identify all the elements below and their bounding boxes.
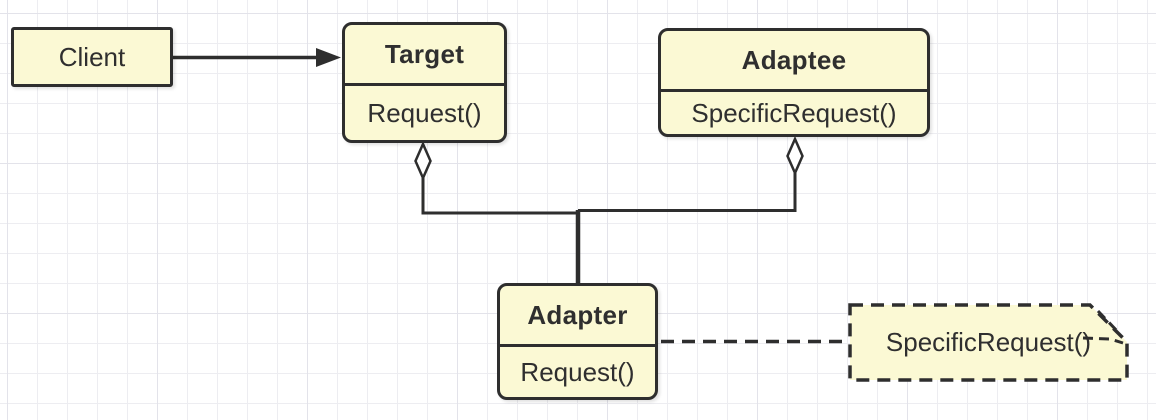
edge-client-target[interactable]: [172, 48, 341, 67]
class-adapter-title: Adapter: [500, 286, 655, 347]
edge-target-adapter-line[interactable]: [421, 178, 578, 215]
edge-adaptee-adapter-line[interactable]: [578, 173, 797, 212]
class-adapter-method: Request(): [520, 356, 635, 387]
class-client[interactable]: Client: [11, 27, 173, 87]
class-client-label: Client: [58, 41, 126, 72]
class-adaptee-title: Adaptee: [661, 31, 927, 92]
arrowhead-icon: [316, 48, 341, 67]
aggregation-diamond-icon: [414, 140, 432, 182]
class-target-title: Target: [345, 25, 504, 86]
aggregation-diamond-icon: [786, 135, 804, 177]
note-shape[interactable]: [848, 303, 1129, 382]
class-target[interactable]: Target Request(): [342, 22, 507, 143]
edge-target-adapter[interactable]: [414, 140, 579, 215]
class-adapter[interactable]: Adapter Request(): [497, 283, 658, 400]
class-adaptee[interactable]: Adaptee SpecificRequest(): [658, 28, 930, 137]
note-body[interactable]: [848, 303, 1129, 382]
note-fold-corner-icon: [1082, 309, 1124, 345]
class-target-method: Request(): [367, 97, 482, 128]
note-label: SpecificRequest(): [885, 327, 1092, 357]
class-adaptee-method: SpecificRequest(): [691, 97, 897, 128]
edge-adaptee-adapter[interactable]: [578, 135, 804, 212]
